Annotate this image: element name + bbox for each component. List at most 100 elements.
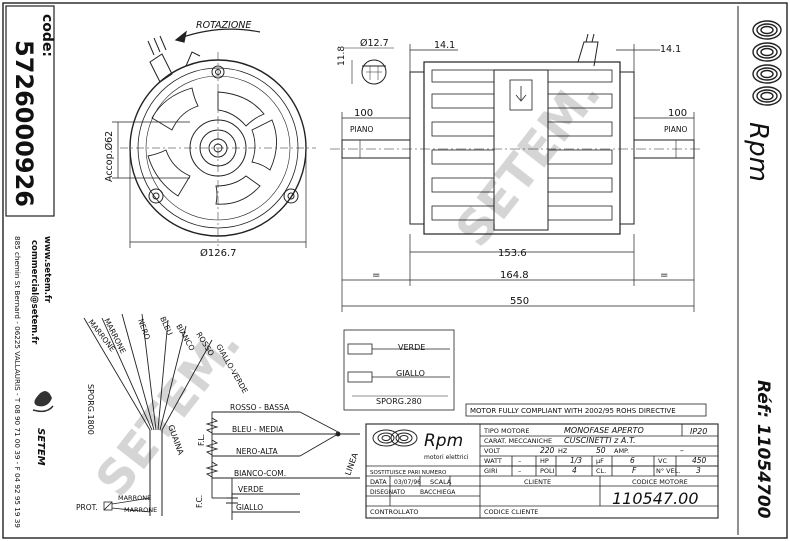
dim-piano-right: PIANO xyxy=(664,125,687,134)
winding-schematic xyxy=(205,411,360,520)
label-volt: VOLT xyxy=(484,447,500,455)
label-sostituisce: SOSTITUISCE PARI NUMERO xyxy=(370,470,447,476)
label-hz: HZ xyxy=(558,447,568,455)
setem-logo-icon xyxy=(32,391,54,413)
schematic-verde: VERDE xyxy=(238,485,264,494)
protection-label: PROT. xyxy=(76,503,98,512)
label-codice-motore: CODICE MOTORE xyxy=(632,478,688,486)
value-vel: 3 xyxy=(696,466,701,475)
value-disegnato: BACCHIEGA xyxy=(420,489,456,496)
label-vel: N° VEL. xyxy=(656,467,680,475)
dim-550: 550 xyxy=(510,296,529,307)
connector-detail xyxy=(343,329,455,411)
wire-sporg-1800: SPORG.1800 xyxy=(86,384,95,435)
value-hz: 50 xyxy=(596,446,606,455)
value-tipo-motore: MONOFASE APERTO xyxy=(564,426,644,435)
protection-marrone-2: MARRONE xyxy=(124,506,157,514)
value-volt: 220 xyxy=(540,446,555,455)
value-poli: 4 xyxy=(572,466,577,475)
title-logo: Rpm xyxy=(424,431,463,451)
value-data: 03/07/96 xyxy=(394,479,421,486)
title-logo-sub: motori elettrici xyxy=(424,454,469,461)
value-watt: – xyxy=(518,457,521,465)
dim-piano-left: PIANO xyxy=(350,125,373,134)
email-text: commercial@setem.fr xyxy=(29,240,39,345)
address-text: 885 chemin St Bernard - 06225 VALLAURIS … xyxy=(13,236,22,528)
label-cl: CL. xyxy=(596,467,606,475)
label-scala: SCALA xyxy=(430,478,452,486)
shaft-section xyxy=(344,47,394,85)
dim-piano-left-len: 100 xyxy=(354,108,373,119)
dim-eq-left: = xyxy=(372,270,380,281)
connector-verde: VERDE xyxy=(398,343,425,352)
dim-body-diameter: Ø126.7 xyxy=(200,247,237,259)
code-label: code: xyxy=(39,14,55,57)
schematic-bleu: BLEU - MEDIA xyxy=(232,425,284,434)
schematic-fc: F.C. xyxy=(195,495,204,508)
rohs-note: MOTOR FULLY COMPLIANT WITH 2002/95 ROHS … xyxy=(470,407,676,415)
connector-sporg: SPORG.280 xyxy=(376,397,422,406)
rohs-box xyxy=(465,403,707,417)
title-rpm-logo-icon xyxy=(372,429,418,447)
rpm-brand-text: Rpm xyxy=(743,122,773,182)
value-ip: IP20 xyxy=(690,427,707,436)
value-code-number: 110547.00 xyxy=(612,489,699,508)
dim-flat-left: 14.1 xyxy=(434,40,455,51)
dim-164-8: 164.8 xyxy=(500,270,529,281)
dim-key-height: 11.8 xyxy=(337,46,347,66)
dim-piano-right-len: 100 xyxy=(668,108,687,119)
code-box xyxy=(5,5,55,217)
motor-front-view xyxy=(120,35,316,246)
value-cl: F xyxy=(632,466,637,475)
label-hp: HP xyxy=(540,457,549,465)
wire-label-nero: NERO xyxy=(136,318,152,341)
rotation-arrow-icon xyxy=(174,28,261,43)
wire-label-bleu: BLEU xyxy=(158,315,174,337)
dim-shaft-diameter: Ø12.7 xyxy=(360,38,389,49)
label-controllato: CONTROLLATO xyxy=(370,508,419,516)
value-amp: – xyxy=(680,446,684,455)
value-uf: 6 xyxy=(630,456,635,465)
ref-text: Réf: 11054700 xyxy=(753,380,773,519)
protection-device xyxy=(103,497,151,513)
motor-side-view xyxy=(330,33,700,235)
connector-giallo: GIALLO xyxy=(396,369,425,378)
label-data: DATA xyxy=(370,478,387,486)
setem-brand-text: SETEM xyxy=(35,428,46,466)
protection-marrone-1: MARRONE xyxy=(118,494,151,502)
label-watt: WATT xyxy=(484,457,502,465)
title-block xyxy=(365,423,719,519)
label-disegnato: DISEGNATO xyxy=(370,489,405,496)
label-codice-cliente: CODICE CLIENTE xyxy=(484,508,538,516)
wire-bundle xyxy=(83,313,213,516)
dim-flat-right: 14.1 xyxy=(660,44,681,55)
side-dimensions xyxy=(341,44,695,312)
schematic-linea: LINEA xyxy=(343,451,360,476)
value-carat: CUSCINETTI z A.T. xyxy=(564,436,636,445)
label-vc: VC xyxy=(658,457,667,465)
dim-eq-right: = xyxy=(660,270,668,281)
value-giri: – xyxy=(518,467,521,475)
label-tipo-motore: TIPO MOTORE xyxy=(483,427,529,435)
rotation-label: ROTAZIONE xyxy=(196,20,251,31)
rpm-logo-icon xyxy=(752,20,782,106)
code-value: 5726000926 xyxy=(10,40,38,207)
front-dimensions xyxy=(112,121,307,248)
schematic-bianco: BIANCO-COM. xyxy=(234,469,286,478)
schematic-nero: NERO-ALTA xyxy=(236,447,278,456)
dim-accop: Accop.Ø62 xyxy=(104,131,115,182)
label-uf: µF xyxy=(596,457,604,465)
label-cliente: CLIENTE xyxy=(524,478,551,486)
value-vc: 450 xyxy=(692,456,707,465)
schematic-giallo: GIALLO xyxy=(236,503,263,512)
value-hp: 1/3 xyxy=(570,456,582,465)
website-text: www.setem.fr xyxy=(42,236,52,304)
right-strip: Rpm Réf: 11054700 xyxy=(737,6,782,535)
label-carat: CARAT. MECCANICHE xyxy=(484,437,552,445)
label-giri: GIRI xyxy=(484,467,497,475)
schematic-rosso: ROSSO - BASSA xyxy=(230,403,290,412)
left-strip: code: 5726000926 885 chemin St Bernard -… xyxy=(5,5,55,528)
schematic-fl: F.L. xyxy=(197,434,206,446)
